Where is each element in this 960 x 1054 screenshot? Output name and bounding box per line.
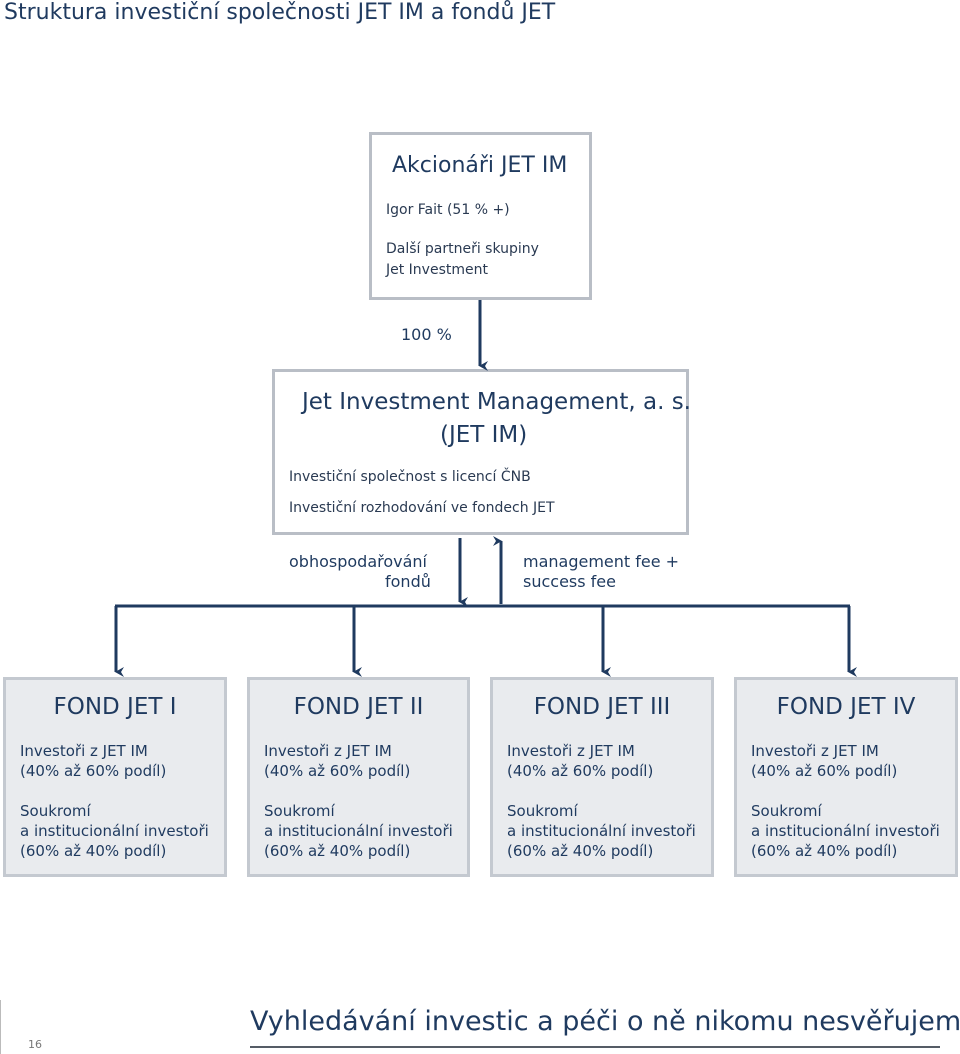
- fund-private-line1: Soukromí: [507, 802, 578, 820]
- page-title: Struktura investiční společnosti JET IM …: [4, 0, 556, 25]
- fund-name: FOND JET III: [533, 694, 671, 720]
- shareholders-title: Akcionáři JET IM: [392, 153, 568, 178]
- fund-private-line3: (60% až 40% podíl): [507, 842, 654, 860]
- fund-box-2: FOND JET II Investoři z JET IM (40% až 6…: [247, 677, 470, 877]
- fee-label-1: management fee +: [523, 552, 680, 571]
- fund-private-line1: Soukromí: [751, 802, 822, 820]
- jet-im-abbrev: (JET IM): [440, 422, 528, 448]
- fund-name: FOND JET II: [293, 694, 424, 720]
- fund-investors-line2: (40% až 60% podíl): [20, 762, 167, 780]
- fund-private-line1: Soukromí: [264, 802, 335, 820]
- fund-name: FOND JET IV: [776, 694, 916, 720]
- shareholders-line1: Igor Fait (51 % +): [386, 202, 510, 218]
- fund-management-label-2: fondů: [385, 572, 431, 591]
- fund-investors-line1: Investoři z JET IM: [264, 742, 392, 760]
- fund-box-1: FOND JET I Investoři z JET IM (40% až 60…: [3, 677, 227, 877]
- fund-private-line2: a institucionální investoři: [20, 822, 209, 840]
- fund-investors-line2: (40% až 60% podíl): [751, 762, 898, 780]
- fund-box-3: FOND JET III Investoři z JET IM (40% až …: [490, 677, 714, 877]
- jet-im-license: Investiční společnost s licencí ČNB: [289, 469, 531, 485]
- footer-divider: [0, 1000, 1, 1054]
- jet-im-box: Jet Investment Management, a. s. (JET IM…: [272, 369, 691, 535]
- fund-investors-line1: Investoři z JET IM: [507, 742, 635, 760]
- fund-private-line2: a institucionální investoři: [264, 822, 453, 840]
- fund-private-line1: Soukromí: [20, 802, 91, 820]
- jet-im-decisions: Investiční rozhodování ve fondech JET: [289, 500, 555, 516]
- fund-private-line3: (60% až 40% podíl): [264, 842, 411, 860]
- fund-box-4: FOND JET IV Investoři z JET IM (40% až 6…: [734, 677, 958, 877]
- tagline-underline: [250, 1046, 940, 1048]
- fund-private-line3: (60% až 40% podíl): [20, 842, 167, 860]
- shareholders-line3: Jet Investment: [386, 262, 488, 278]
- fund-investors-line1: Investoři z JET IM: [751, 742, 879, 760]
- fund-name: FOND JET I: [53, 694, 177, 720]
- fund-investors-line2: (40% až 60% podíl): [264, 762, 411, 780]
- fund-investors-line2: (40% až 60% podíl): [507, 762, 654, 780]
- fee-label-2: success fee: [523, 572, 616, 591]
- jet-im-title: Jet Investment Management, a. s.: [302, 389, 691, 415]
- fund-private-line2: a institucionální investoři: [507, 822, 696, 840]
- fund-management-label-1: obhospodařování: [289, 552, 427, 571]
- shareholders-box: Akcionáři JET IM Igor Fait (51 % +) Dalš…: [369, 132, 592, 300]
- page-number: 16: [28, 1038, 42, 1051]
- fund-private-line2: a institucionální investoři: [751, 822, 940, 840]
- fund-private-line3: (60% až 40% podíl): [751, 842, 898, 860]
- fund-investors-line1: Investoři z JET IM: [20, 742, 148, 760]
- shareholders-line2: Další partneři skupiny: [386, 241, 539, 257]
- ownership-label: 100 %: [401, 325, 452, 344]
- tagline: Vyhledávání investic a péči o ně nikomu …: [250, 1006, 960, 1037]
